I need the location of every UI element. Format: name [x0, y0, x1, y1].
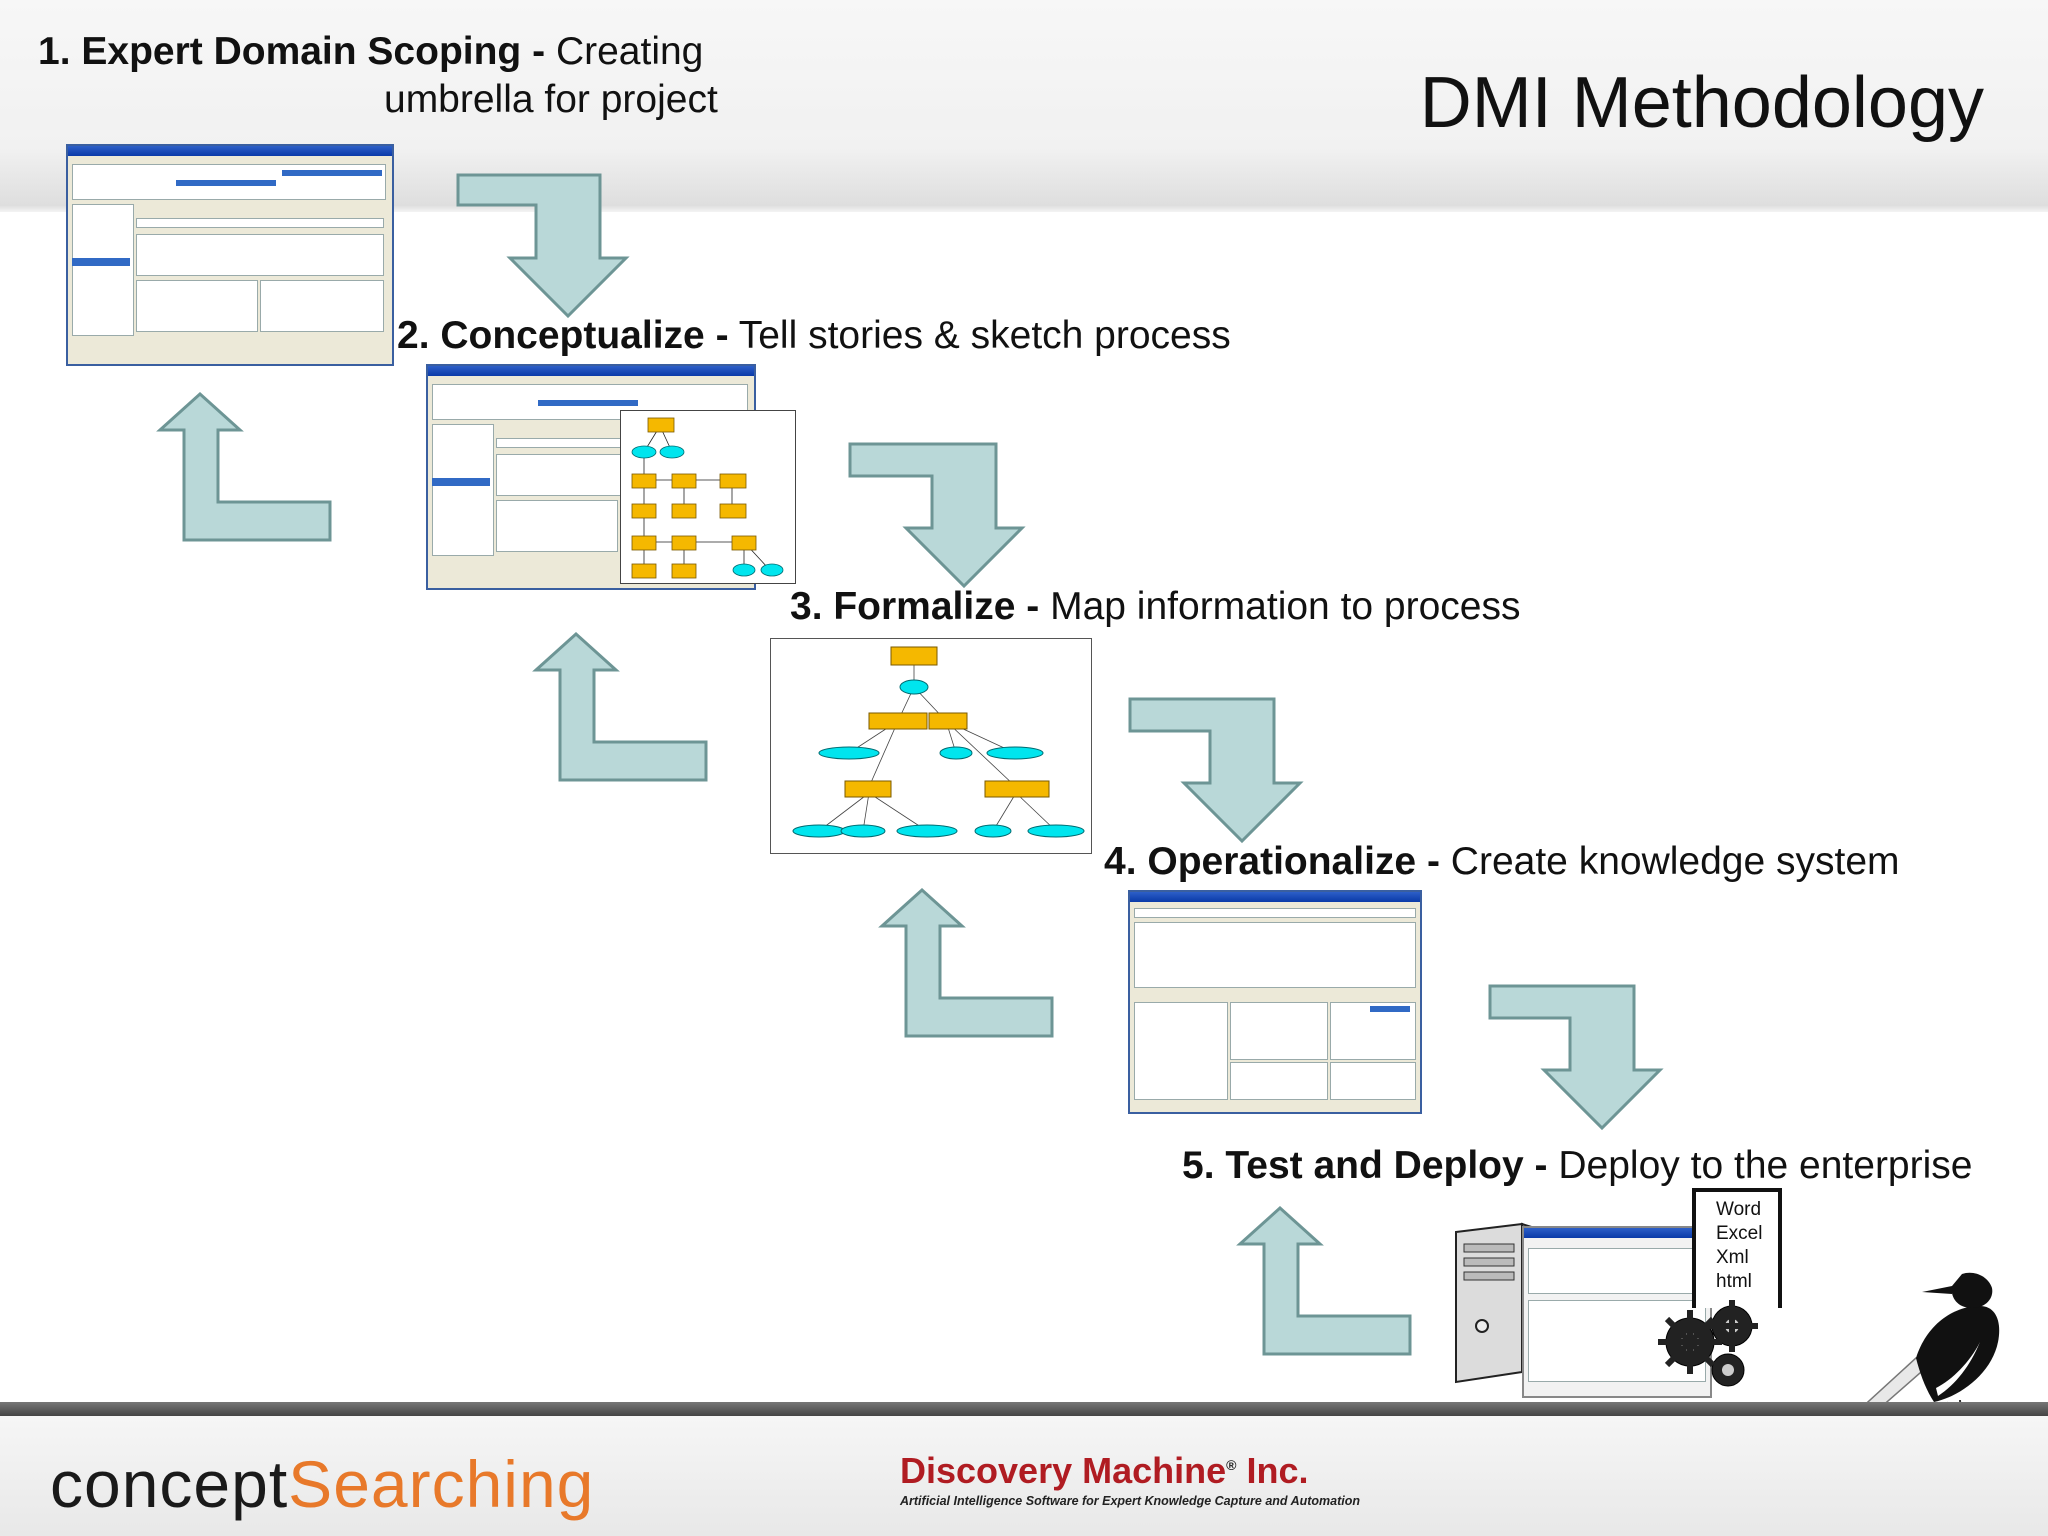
- discovery-machine-tagline: Artificial Intelligence Software for Exp…: [900, 1494, 1361, 1508]
- step-1-title: 1. Expert Domain Scoping: [38, 30, 522, 73]
- discovery-machine-logo: Discovery Machine® Inc. Artificial Intel…: [900, 1450, 1360, 1508]
- step-4-desc: Create knowledge system: [1450, 840, 1900, 883]
- step-5-desc: Deploy to the enterprise: [1558, 1144, 1973, 1187]
- gears-icon: [1658, 1300, 1758, 1387]
- step-5-dash: -: [1534, 1144, 1548, 1187]
- step-2-heading: 2. Conceptualize - Tell stories & sketch…: [397, 312, 1231, 359]
- step-5-heading: 5. Test and Deploy - Deploy to the enter…: [1182, 1142, 1972, 1189]
- step-4-heading: 4. Operationalize - Create knowledge sys…: [1104, 838, 1900, 885]
- forward-arrow-3: [1128, 697, 1304, 844]
- logo-searching-text: Searching: [288, 1447, 595, 1521]
- step-1-dash: -: [532, 30, 546, 73]
- format-xml: Xml: [1716, 1247, 1749, 1268]
- export-formats-document: Word Excel Xml html: [1692, 1188, 1782, 1308]
- discovery-machine-inc: Inc.: [1246, 1450, 1309, 1491]
- feedback-arrow-1: [156, 392, 332, 542]
- step-5-title: 5. Test and Deploy: [1182, 1144, 1524, 1187]
- header-divider: [0, 206, 2048, 212]
- step-3-dash: -: [1026, 585, 1040, 628]
- step-2-desc: Tell stories & sketch process: [738, 314, 1231, 357]
- step-3-title: 3. Formalize: [790, 585, 1016, 628]
- step-3-heading: 3. Formalize - Map information to proces…: [790, 583, 1521, 630]
- logo-concept-text: concept: [50, 1447, 289, 1521]
- step-4-title: 4. Operationalize: [1104, 840, 1417, 883]
- step-2-dash: -: [715, 314, 729, 357]
- format-excel: Excel: [1716, 1223, 1763, 1244]
- editing-procedure-screenshot: [1128, 890, 1422, 1114]
- forward-arrow-4: [1488, 984, 1664, 1131]
- scenario-viewer-screenshot-1: [66, 144, 394, 366]
- forward-arrow-2: [848, 442, 1026, 589]
- feedback-arrow-2: [532, 632, 708, 782]
- step-3-desc: Map information to process: [1050, 585, 1521, 628]
- discovery-machine-name: Discovery Machine: [900, 1450, 1227, 1491]
- step-4-dash: -: [1426, 840, 1440, 883]
- slide-title: DMI Methodology: [1419, 63, 1984, 143]
- step-1-desc-line2: umbrella for project: [384, 78, 718, 121]
- registered-mark: ®: [1226, 1457, 1237, 1473]
- step-1-desc-line1: Creating: [555, 30, 704, 73]
- forward-arrow-1: [456, 173, 630, 319]
- formalize-process-diagram: [770, 638, 1092, 854]
- feedback-arrow-3: [878, 888, 1054, 1038]
- footer-band: [0, 1416, 2048, 1536]
- feedback-arrow-4: [1236, 1206, 1412, 1356]
- footer-divider: [0, 1402, 2048, 1416]
- concept-searching-logo: conceptSearching: [50, 1446, 594, 1522]
- format-word: Word: [1716, 1199, 1762, 1220]
- step-2-title: 2. Conceptualize: [397, 314, 705, 357]
- sketch-flowchart: [620, 410, 796, 584]
- step-1-heading: 1. Expert Domain Scoping - Creating: [38, 28, 703, 75]
- format-html: html: [1716, 1271, 1752, 1292]
